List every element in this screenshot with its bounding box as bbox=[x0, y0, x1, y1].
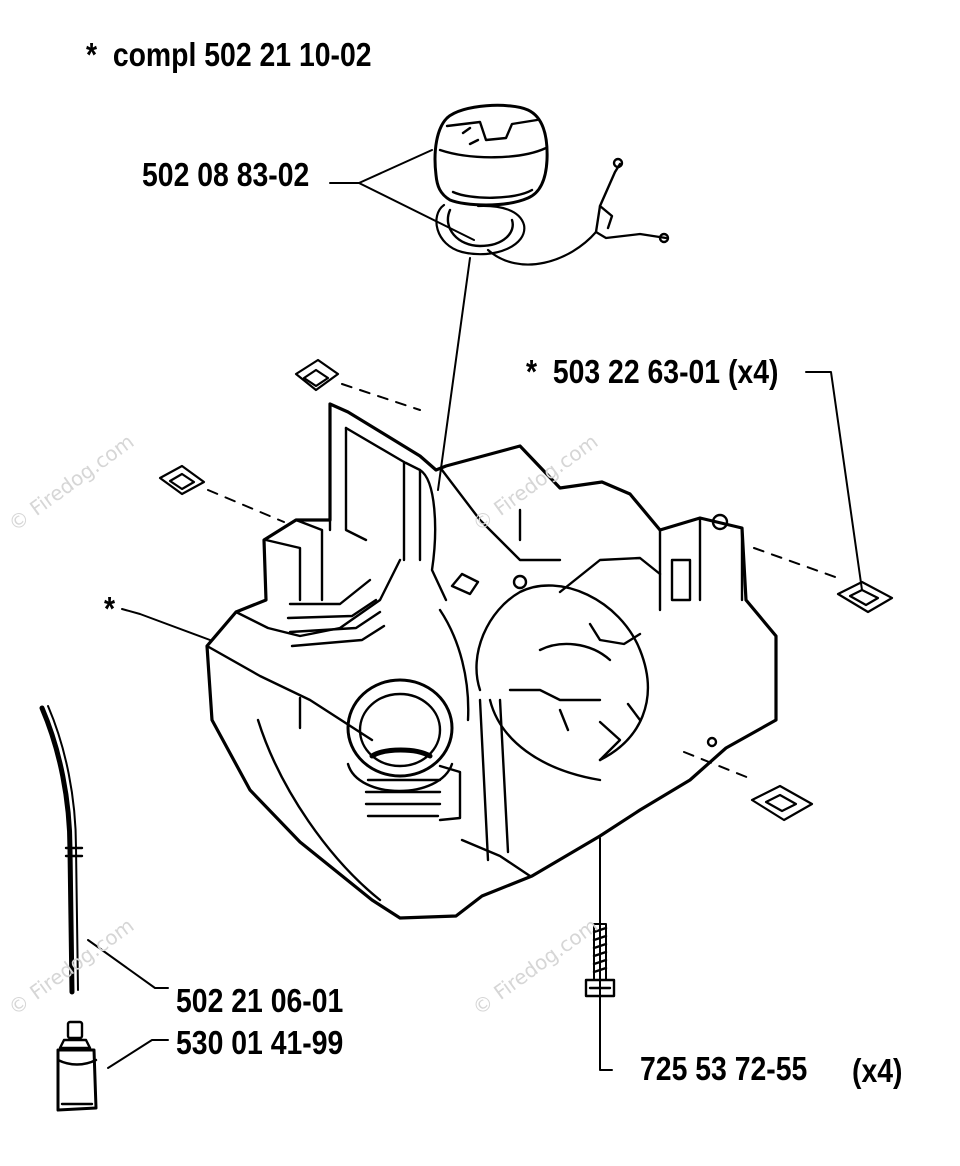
fuel-filter-label: 530 01 41-99 bbox=[176, 1024, 344, 1061]
screw-label: 725 53 72-55 bbox=[640, 1050, 808, 1087]
fuel-filter-drawing bbox=[56, 1020, 98, 1112]
square-nut bbox=[294, 358, 340, 392]
square-nut bbox=[836, 580, 894, 614]
leader-lines bbox=[87, 149, 863, 1071]
square-nut-label: * 503 22 63-01 (x4) bbox=[526, 353, 779, 390]
fuel-tank-housing-drawing bbox=[205, 402, 778, 920]
screw-drawing bbox=[584, 923, 616, 998]
assembly-label: * compl 502 21 10-02 bbox=[86, 36, 372, 73]
fuel-hose-drawing bbox=[39, 705, 84, 995]
tank-asterisk-label: * bbox=[104, 590, 116, 627]
fuel-cap-drawing bbox=[433, 103, 670, 266]
square-nut bbox=[750, 784, 814, 822]
fuel-hose-label: 502 21 06-01 bbox=[176, 982, 344, 1019]
fuel-cap-label: 502 08 83-02 bbox=[142, 156, 310, 193]
screw-quantity-label: (x4) bbox=[852, 1052, 903, 1089]
square-nuts bbox=[158, 358, 894, 822]
square-nut bbox=[158, 464, 206, 496]
